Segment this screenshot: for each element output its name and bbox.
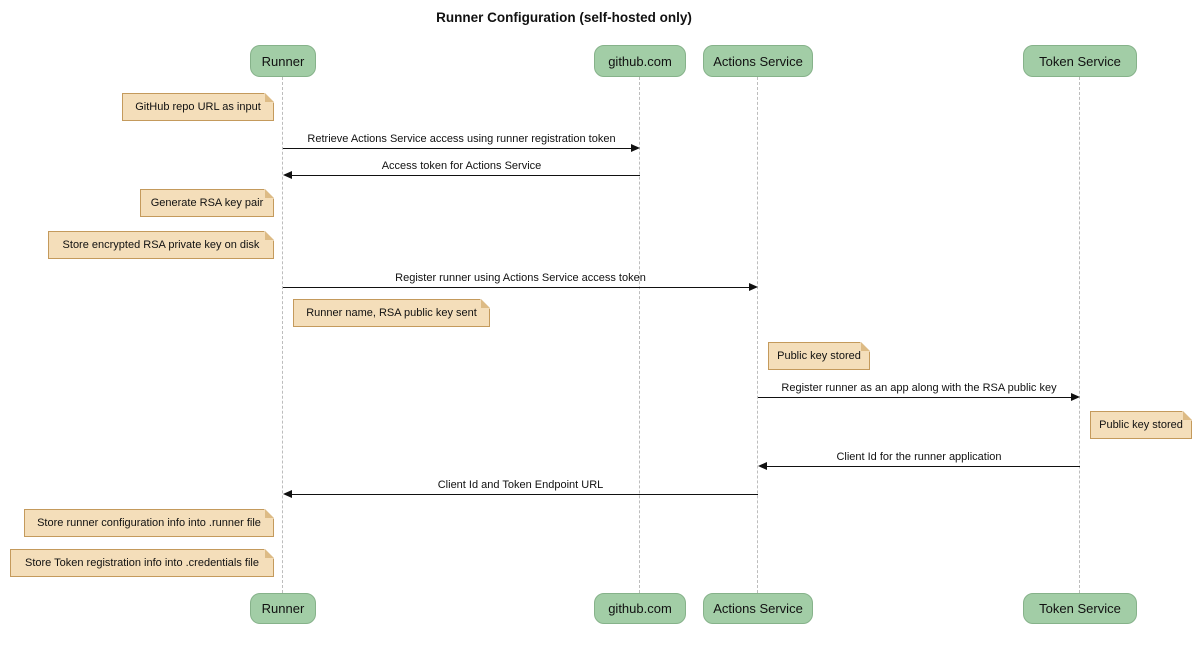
message-line-3 — [283, 287, 750, 288]
message-line-4 — [758, 397, 1072, 398]
participant-bottom-actions-service: Actions Service — [703, 593, 813, 624]
message-label-retrieve-actions-access: Retrieve Actions Service access using ru… — [307, 133, 616, 145]
arrowhead-right-icon — [1071, 393, 1080, 401]
note-runner-name-sent: Runner name, RSA public key sent — [293, 299, 490, 327]
lifeline-actions-service — [757, 77, 758, 593]
arrowhead-right-icon — [749, 283, 758, 291]
lifeline-github — [639, 77, 640, 593]
participant-top-github: github.com — [594, 45, 686, 77]
note-github-repo-url: GitHub repo URL as input — [122, 93, 274, 121]
diagram-title: Runner Configuration (self-hosted only) — [436, 10, 692, 25]
arrowhead-right-icon — [631, 144, 640, 152]
message-label-register-runner: Register runner using Actions Service ac… — [395, 272, 646, 284]
message-label-access-token: Access token for Actions Service — [381, 160, 542, 172]
arrowhead-left-icon — [283, 490, 292, 498]
note-generate-rsa: Generate RSA key pair — [140, 189, 274, 217]
message-line-1 — [283, 148, 632, 149]
note-public-key-stored-token: Public key stored — [1090, 411, 1192, 439]
message-label-register-app: Register runner as an app along with the… — [781, 382, 1057, 394]
message-line-6 — [291, 494, 758, 495]
message-line-5 — [766, 466, 1080, 467]
lifeline-runner — [282, 77, 283, 593]
participant-top-runner: Runner — [250, 45, 316, 77]
arrowhead-left-icon — [283, 171, 292, 179]
participant-top-token-service: Token Service — [1023, 45, 1137, 77]
message-line-2 — [291, 175, 640, 176]
lifeline-token-service — [1079, 77, 1080, 593]
participant-bottom-github: github.com — [594, 593, 686, 624]
message-label-client-id-endpoint: Client Id and Token Endpoint URL — [437, 479, 604, 491]
participant-top-actions-service: Actions Service — [703, 45, 813, 77]
note-store-credentials-file: Store Token registration info into .cred… — [10, 549, 274, 577]
note-store-runner-file: Store runner configuration info into .ru… — [24, 509, 274, 537]
participant-bottom-runner: Runner — [250, 593, 316, 624]
participant-bottom-token-service: Token Service — [1023, 593, 1137, 624]
note-public-key-stored-actions: Public key stored — [768, 342, 870, 370]
arrowhead-left-icon — [758, 462, 767, 470]
message-label-client-id-runner-app: Client Id for the runner application — [836, 451, 1002, 463]
note-store-private-key: Store encrypted RSA private key on disk — [48, 231, 274, 259]
